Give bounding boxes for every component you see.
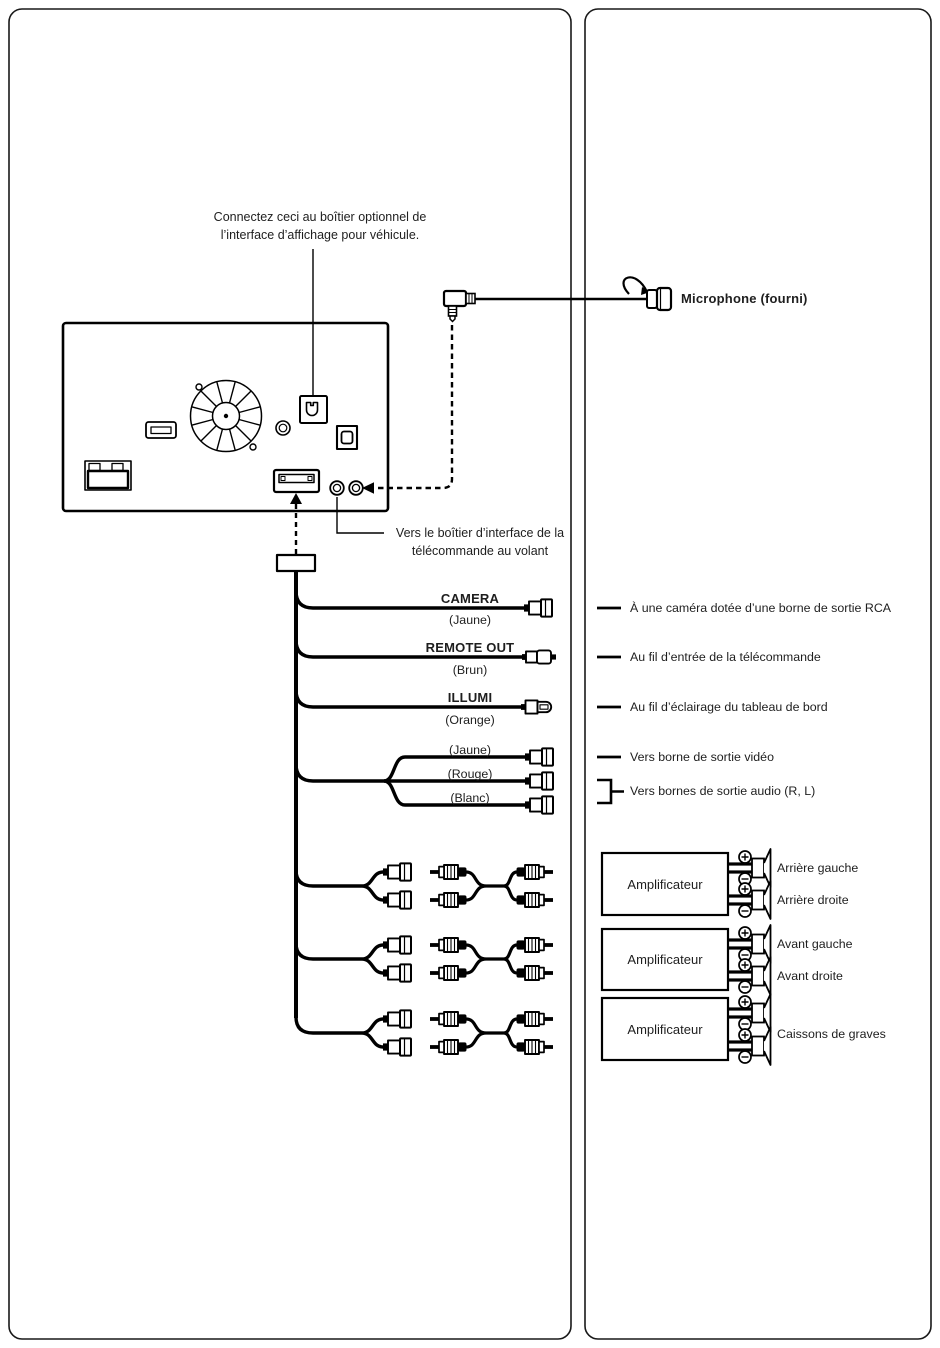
speaker-label-rear-left: Arrière gauche (777, 861, 859, 875)
remote-out-wire (294, 639, 557, 665)
illumi-wire (294, 689, 553, 715)
audio-destination-label: Vers bornes de sortie audio (R, L) (630, 784, 816, 798)
harness-arrow (290, 493, 302, 504)
rca-female-connector-icon (382, 1009, 412, 1029)
remote-destination-label: Au fil d’entrée de la télécommande (630, 650, 821, 664)
microphone-assembly (362, 276, 673, 494)
av-wire-color-white: (Blanc) (450, 791, 490, 805)
av-output-wires (294, 747, 554, 815)
video-destination-label: Vers borne de sortie vidéo (630, 750, 774, 764)
steering-remote-leader-line (336, 497, 384, 534)
speaker-label-subwoofer: Caissons de graves (777, 1027, 886, 1041)
camera-wire-color: (Jaune) (448, 613, 491, 627)
illumi-wire-label: ILLUMI (447, 690, 493, 705)
amplifier-label-3: Amplificateur (627, 1021, 703, 1037)
wiring-harness (275, 493, 557, 1057)
display-interface-note-line2: l’interface d’affichage pour véhicule. (220, 228, 420, 242)
illumi-destination-label: Au fil d’éclairage du tableau de bord (630, 700, 828, 714)
speaker-label-rear-right: Arrière droite (777, 893, 849, 907)
mic-route-arrow (362, 482, 374, 494)
rca-female-connector-icon (382, 890, 412, 910)
remote-out-wire-label: REMOTE OUT (425, 640, 515, 655)
head-unit (61, 321, 390, 513)
camera-wire-label: CAMERA (440, 591, 500, 606)
display-interface-port-icon (299, 395, 328, 424)
preout-group-rear (294, 862, 554, 910)
display-interface-note: Connectez ceci au boîtier optionnel de l… (190, 208, 450, 244)
mic-plug-icon (442, 289, 476, 323)
amplifier-box-1 (600, 851, 730, 917)
amplifier-label-1: Amplificateur (627, 876, 703, 892)
camera-destination-label: À une caméra dotée d’une borne de sortie… (630, 601, 892, 615)
rca-female-connector-icon (382, 862, 412, 882)
illumi-wire-color: (Orange) (445, 713, 495, 727)
audio-destination-bracket (597, 778, 624, 805)
right-panel-border (584, 8, 932, 1340)
square-port-icon (335, 424, 359, 451)
amplifier-box-2 (600, 927, 730, 992)
inline-connector-icon (275, 553, 317, 573)
av-wire-color-yellow: (Jaune) (448, 743, 491, 757)
amplifier-box-3 (600, 996, 730, 1062)
mic-jack-icon (348, 480, 364, 496)
rca-female-connector-icon (382, 1037, 412, 1057)
usb-port-icon (145, 421, 177, 439)
preout-group-front (294, 935, 554, 983)
mic-dashed-route (374, 325, 454, 490)
amplifier-section (600, 848, 772, 1066)
steering-remote-note: Vers le boîtier d’interface de la téléco… (385, 524, 575, 560)
steering-remote-jack-icon (329, 480, 345, 496)
amplifier-label-2: Amplificateur (627, 952, 703, 967)
remote-out-wire-color: (Brun) (452, 663, 488, 677)
speaker-label-front-right: Avant droite (777, 969, 843, 983)
av-wire-color-red: (Rouge) (447, 767, 493, 781)
fan-icon (189, 379, 263, 453)
steering-remote-note-line1: Vers le boîtier d’interface de la (395, 526, 565, 540)
microphone-label: Microphone (fourni) (681, 291, 808, 306)
microphone-icon (622, 276, 673, 312)
rca-female-connector-icon (382, 935, 412, 955)
destination-markers (597, 606, 624, 805)
camera-wire (294, 590, 553, 618)
preout-group-subwoofer (294, 1009, 554, 1057)
antenna-socket-icon (84, 460, 132, 491)
display-interface-note-line1: Connectez ceci au boîtier optionnel de (213, 210, 427, 224)
steering-remote-note-line2: télécommande au volant (411, 544, 549, 558)
round-jack-icon (275, 420, 291, 436)
rca-female-connector-icon (382, 963, 412, 983)
speaker-label-front-left: Avant gauche (777, 937, 853, 951)
main-harness-port-icon (272, 468, 321, 494)
